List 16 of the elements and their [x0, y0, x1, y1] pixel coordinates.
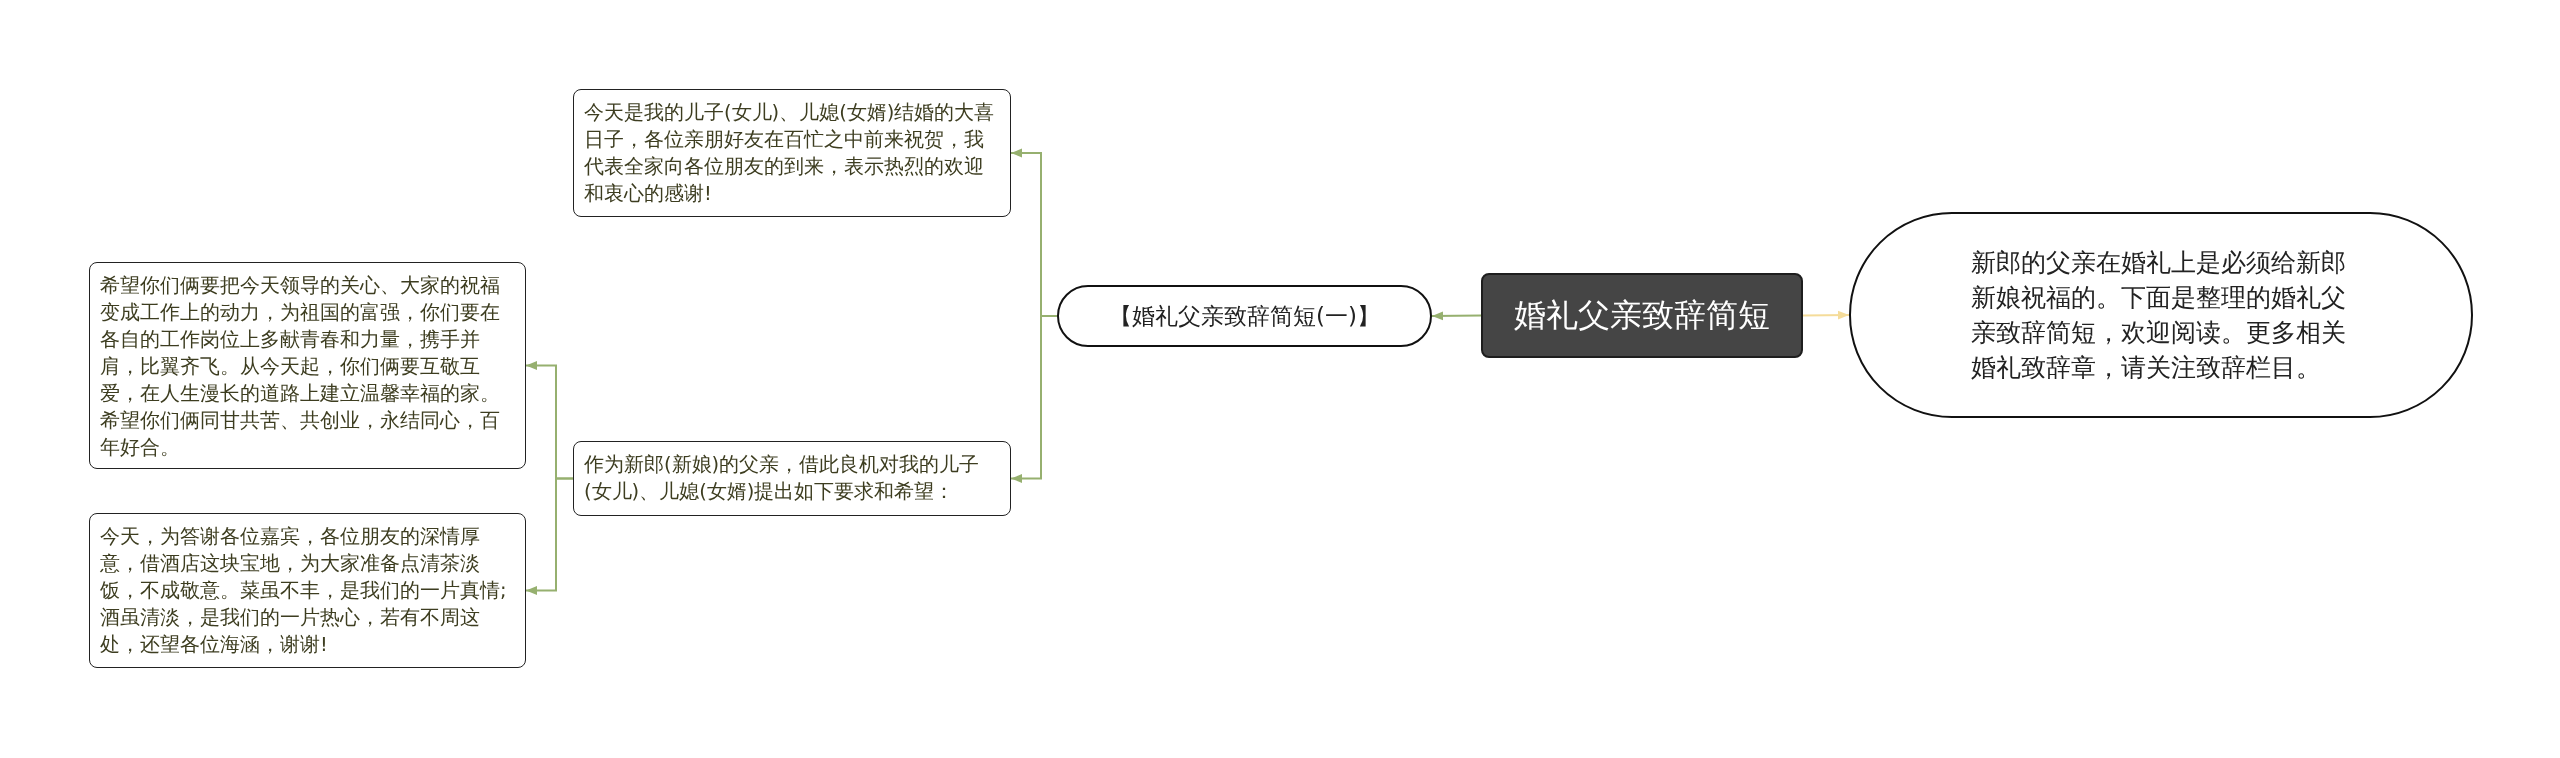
summary-text: 新郎的父亲在婚礼上是必须给新郎新娘祝福的。下面是整理的婚礼父亲致辞简短，欢迎阅读。更多相关婚礼致辞章，请关注致辞栏目。 [1971, 247, 2347, 384]
text-card [573, 89, 1011, 217]
card-text: 希望你们俩要把今天领导的关心、大家的祝福变成工作上的动力，为祖国的富强，你们要在各自的工作岗位上多献青春和力量，携手并肩，比翼齐飞。从今天起，你们俩要互敬互爱，在人生漫长的道路上建立温馨幸福的家。希望你们俩同甘共苦、共创业，永结同心，百年好合。 [100, 273, 501, 461]
connector-arrow [1802, 310, 1850, 320]
subtopic-label: 【婚礼父亲致辞简短(一)】 [1109, 301, 1380, 331]
card-text: 作为新郎(新娘)的父亲，借此良机对我的儿子(女儿)、儿媳(女婿)提出如下要求和希望： [584, 452, 981, 505]
connector-arrow [525, 477, 574, 595]
connector-arrow [1010, 315, 1058, 483]
central-topic [1481, 273, 1803, 358]
card-text: 今天，为答谢各位嘉宾，各位朋友的深情厚意，借酒店这块宝地，为大家准备点清茶淡饭，不成敬意。菜虽不丰，是我们的一片真情;酒虽清淡，是我们的一片热心，若有不周这处，还望各位海涵，谢谢! [100, 524, 508, 658]
text-card [573, 441, 1011, 516]
card-text: 今天是我的儿子(女儿)、儿媳(女婿)结婚的大喜日子，各位亲朋好友在百忙之中前来祝贺，我代表全家向各位朋友的到来，表示热烈的欢迎和衷心的感谢! [584, 100, 996, 207]
text-card [89, 262, 526, 469]
text-card [89, 513, 526, 668]
connector-arrow [1431, 311, 1482, 321]
topic-title: 婚礼父亲致辞简短 [1514, 296, 1770, 335]
